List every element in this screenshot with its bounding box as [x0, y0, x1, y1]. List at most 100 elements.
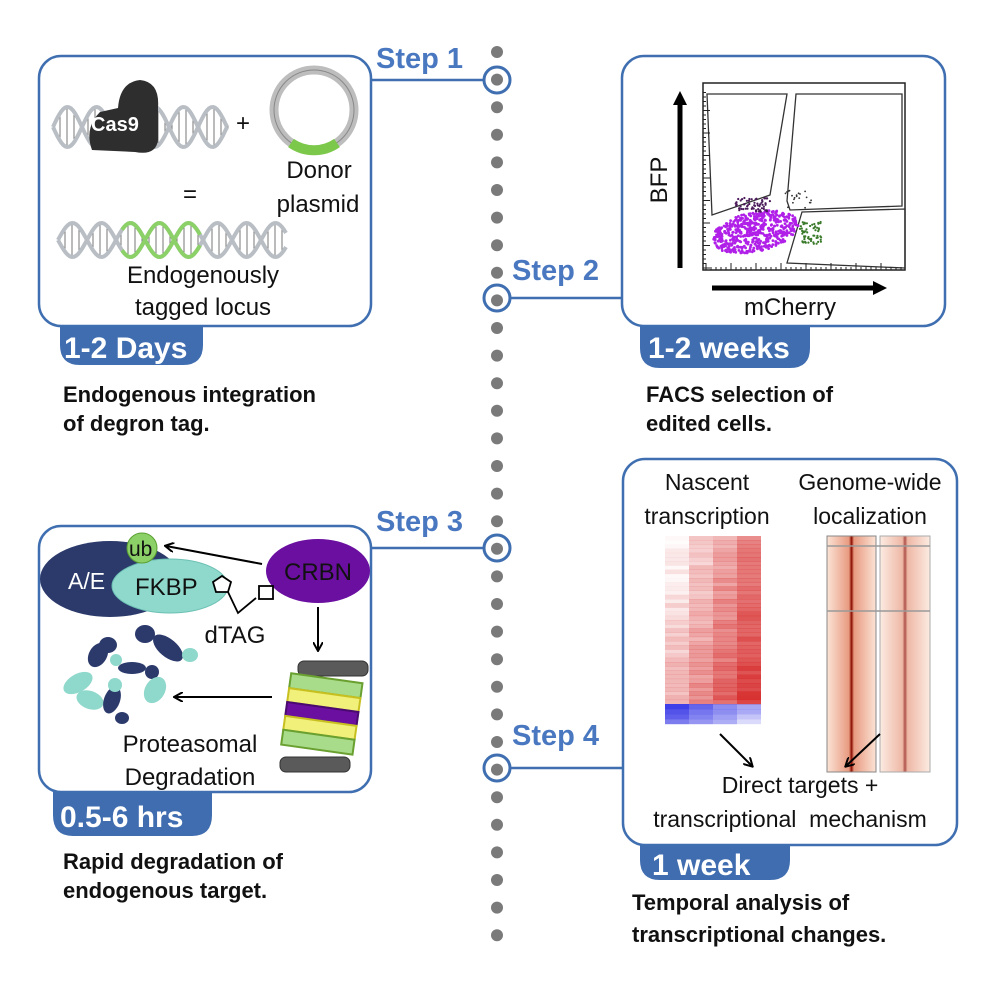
facs-event	[807, 235, 810, 239]
heatmap-cell	[689, 552, 713, 558]
heatmap-cell	[713, 653, 737, 659]
timeline-dot	[491, 818, 503, 831]
facs-event	[797, 192, 800, 195]
facs-event	[750, 250, 754, 254]
facs-event	[773, 234, 776, 238]
timeline-dot	[491, 266, 503, 279]
facs-event	[746, 204, 749, 207]
facs-event	[783, 222, 787, 226]
facs-event	[771, 239, 775, 243]
facs-event	[746, 207, 749, 210]
timeline-dot	[491, 404, 503, 417]
timeline-dot	[491, 46, 503, 58]
facs-event	[809, 201, 812, 204]
heatmap-cell	[689, 632, 713, 638]
duration-4: 1 week	[652, 849, 751, 882]
heatmap-cell	[713, 611, 737, 617]
facs-event	[812, 234, 815, 237]
facs-event	[720, 247, 724, 250]
heatmap-cell	[689, 691, 713, 696]
facs-event	[739, 240, 743, 244]
heatmap-cell	[665, 695, 689, 701]
heatmap-cell	[689, 569, 713, 575]
heatmap-cell	[689, 607, 713, 612]
heatmap-cell	[689, 645, 713, 650]
step-4-description-line-2: transcriptional changes.	[632, 922, 886, 947]
timeline-dot	[491, 763, 503, 776]
facs-event	[742, 213, 746, 217]
facs-event	[784, 192, 787, 195]
heatmap-cell	[737, 687, 761, 692]
timeline-dot	[491, 349, 503, 362]
facs-event	[737, 234, 740, 238]
timeline-dot	[491, 322, 503, 334]
facs-event	[750, 207, 753, 210]
facs-event	[724, 244, 727, 248]
direct-targets-label: Direct targets +	[722, 772, 879, 798]
facs-event	[799, 193, 801, 195]
facs-event	[737, 245, 741, 249]
protein-fragment	[135, 625, 155, 643]
heatmap-cell	[737, 548, 761, 554]
facs-event	[819, 238, 822, 241]
facs-event	[751, 221, 755, 225]
facs-event	[740, 222, 744, 226]
heatmap-cell	[737, 674, 761, 680]
timeline-dot	[491, 542, 503, 555]
heatmap-cell	[713, 624, 737, 629]
facs-event	[764, 209, 767, 212]
facs-event	[748, 202, 751, 206]
dtag-molecule-icon	[211, 574, 274, 615]
timeline-dot	[491, 239, 503, 252]
facs-event	[756, 202, 759, 205]
facs-event	[759, 203, 762, 206]
facs-event	[767, 209, 771, 213]
timeline-dot	[491, 211, 503, 224]
heatmap-cell	[737, 714, 761, 720]
facs-event	[751, 240, 754, 244]
heatmap-cell	[737, 624, 761, 629]
heatmap-cell	[665, 699, 689, 705]
facs-event	[731, 248, 735, 252]
step-3-marker	[482, 533, 512, 563]
facs-event	[756, 247, 759, 251]
step-4-panel: 1 week Nascent transcription Genome-wide…	[621, 457, 959, 882]
heatmap-cell	[713, 573, 737, 579]
facs-event	[762, 223, 766, 227]
heatmap-cell	[665, 565, 689, 570]
facs-event	[804, 190, 806, 193]
step-1-description-line-1: Endogenous integration	[63, 382, 316, 407]
heatmap-cell	[713, 645, 737, 650]
tagged-dna-helix-icon	[56, 220, 288, 260]
facs-event	[753, 201, 756, 204]
facs-event	[743, 203, 746, 206]
heatmap-cell	[737, 540, 761, 545]
heatmap-cell	[713, 683, 737, 688]
genome-wide-title: Genome-wide	[798, 469, 941, 495]
timeline-dot	[491, 377, 503, 390]
facs-event	[720, 249, 724, 253]
facs-event	[749, 214, 753, 218]
heatmap-cell	[713, 557, 737, 562]
timeline-dot	[491, 874, 503, 886]
facs-event	[752, 236, 756, 240]
facs-event	[791, 228, 795, 231]
timeline-dot	[491, 708, 503, 721]
facs-event	[804, 206, 806, 209]
protein-fragment	[118, 662, 146, 674]
facs-event	[723, 230, 726, 233]
duration-badge-3	[53, 792, 212, 836]
heatmap-cell	[665, 641, 689, 646]
facs-event	[775, 223, 779, 227]
timeline-dot	[491, 570, 503, 583]
gate-double	[786, 93, 903, 211]
heatmap-cell	[737, 607, 761, 612]
facs-event	[813, 226, 816, 229]
heatmap-cell	[713, 628, 737, 633]
protein-fragment	[63, 671, 93, 695]
endogenously-label: Endogenously	[127, 262, 279, 289]
facs-event	[744, 221, 748, 225]
nascent-transcription-heatmap	[665, 536, 761, 725]
heatmap-cell	[737, 695, 761, 701]
